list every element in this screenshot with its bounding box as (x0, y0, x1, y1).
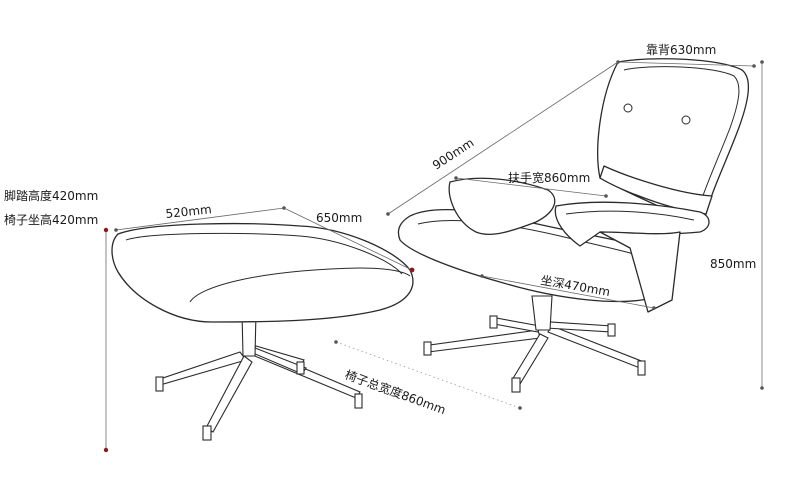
footrest-height-label: 脚踏高度420mm (4, 188, 98, 203)
ottoman-cushion (111, 222, 414, 323)
depth-label: 900mm (430, 136, 476, 173)
lounge-chair (397, 58, 750, 393)
ottoman-width-label: 520mm (165, 202, 213, 221)
chair-base (423, 295, 646, 393)
dimension-lines (103, 60, 764, 453)
ottoman (111, 222, 414, 441)
ottoman-base (155, 311, 363, 441)
seat-height-label: 椅子坐高420mm (4, 212, 98, 227)
chair-armrests (448, 177, 710, 313)
armrest-width-label: 扶手宽860mm (508, 170, 590, 185)
backrest-label: 靠背630mm (646, 43, 716, 57)
chair-backrest (597, 58, 750, 223)
height-label: 850mm (710, 257, 756, 271)
ottoman-depth-label: 650mm (316, 211, 362, 225)
